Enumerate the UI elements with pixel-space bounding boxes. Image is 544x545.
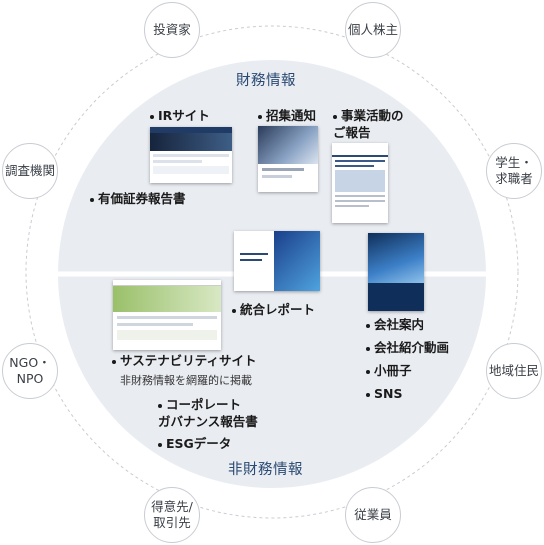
sustainability-site-label: サステナビリティサイト bbox=[112, 353, 257, 370]
esg-data-label: ESGデータ bbox=[158, 436, 231, 453]
integrated-report-label: 統合レポート bbox=[232, 302, 315, 319]
stakeholder-research-institutions: 調査機関 bbox=[2, 143, 58, 199]
ir-site-label: IRサイト bbox=[150, 108, 210, 125]
business-report-thumbnail bbox=[332, 143, 388, 223]
stakeholder-ngo-npo: NGO・ NPO bbox=[2, 343, 58, 399]
corporate-governance-report-label: コーポレート ガバナンス報告書 bbox=[158, 397, 258, 429]
notice-of-meeting-thumbnail bbox=[258, 126, 318, 192]
stakeholder-local-residents: 地域住民 bbox=[486, 343, 542, 399]
stakeholder-students-job-seekers: 学生・ 求職者 bbox=[486, 143, 542, 199]
stakeholder-employees: 従業員 bbox=[345, 487, 401, 543]
stakeholder-investors: 投資家 bbox=[144, 2, 200, 58]
non-financial-info-title: 非財務情報 bbox=[228, 462, 303, 478]
notice-of-meeting-label: 招集通知 bbox=[258, 108, 316, 125]
outer-dashed-ring bbox=[25, 25, 519, 519]
company-profile-label: 会社案内 bbox=[366, 317, 424, 334]
booklet-label: 小冊子 bbox=[366, 363, 412, 380]
company-profile-thumbnail bbox=[368, 233, 424, 311]
sustainability-site-note: 非財務情報を網羅的に掲載 bbox=[120, 374, 252, 387]
company-video-label: 会社紹介動画 bbox=[366, 340, 449, 357]
business-report-label: 事業活動の ご報告 bbox=[333, 108, 404, 140]
stakeholder-individual-shareholders: 個人株主 bbox=[345, 2, 401, 58]
securities-report-label: 有価証券報告書 bbox=[90, 191, 186, 208]
ir-site-thumbnail bbox=[150, 127, 232, 183]
sustainability-site-thumbnail bbox=[113, 280, 221, 350]
integrated-report-thumbnail bbox=[234, 231, 320, 291]
sns-label: SNS bbox=[366, 386, 402, 403]
financial-info-title: 財務情報 bbox=[236, 73, 296, 89]
stakeholder-customers-partners: 得意先/ 取引先 bbox=[144, 487, 200, 543]
